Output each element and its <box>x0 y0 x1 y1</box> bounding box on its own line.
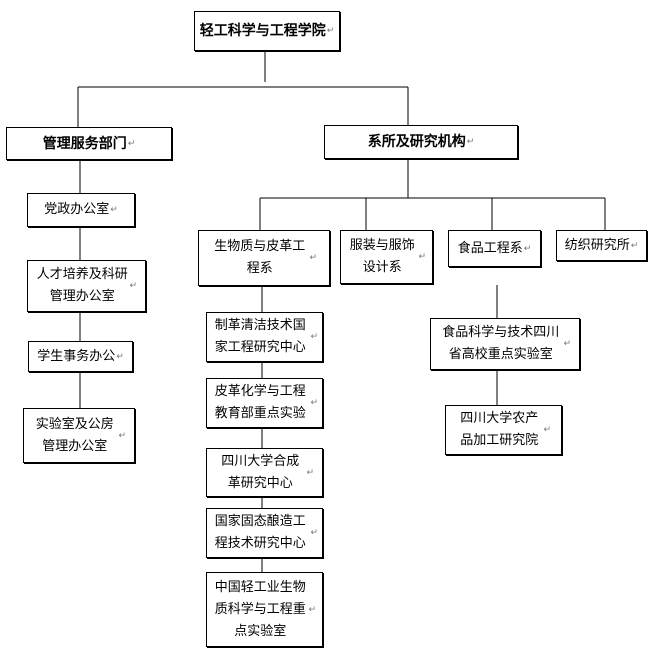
branch-departments-label: 系所及研究机构 <box>367 134 466 150</box>
management-unit: 学生事务办公↵ <box>28 341 133 372</box>
research-unit: 中国轻工业生物质科学与工程重点实验室↵ <box>206 572 323 647</box>
paragraph-mark: ↵ <box>310 398 318 408</box>
research-unit-label: 制革清洁技术国家工程研究中心 <box>214 318 306 355</box>
management-unit-label: 党政办公室 <box>44 202 110 217</box>
paragraph-mark: ↵ <box>309 253 317 263</box>
branch-departments: 系所及研究机构↵ <box>324 125 518 159</box>
root-node: 轻工科学与工程学院↵ <box>194 11 340 51</box>
paragraph-mark: ↵ <box>630 240 639 251</box>
paragraph-mark: ↵ <box>563 339 571 349</box>
research-unit-label: 食品科学与技术四川省高校重点实验室 <box>442 325 560 362</box>
department-label: 生物质与皮革工程系 <box>214 239 306 276</box>
paragraph-mark: ↵ <box>418 252 426 262</box>
research-unit: 皮革化学与工程教育部重点实验 ↵ <box>206 378 323 428</box>
paragraph-mark: ↵ <box>308 604 316 615</box>
root-label: 轻工科学与工程学院 <box>199 23 326 39</box>
department-label: 纺织研究所 <box>564 237 630 253</box>
management-unit-label: 人才培养及科研管理办公室 <box>36 267 128 304</box>
paragraph-mark: ↵ <box>127 138 136 149</box>
research-unit-label: 中国轻工业生物质科学与工程重点实验室 <box>214 579 306 639</box>
branch-management-label: 管理服务部门 <box>42 135 127 152</box>
paragraph-mark: ↵ <box>129 281 137 291</box>
department-node: 服装与服饰设计系↵ <box>340 230 433 284</box>
department-node: 生物质与皮革工程系↵ <box>198 230 330 286</box>
department-label: 食品工程系 <box>457 240 523 256</box>
research-unit: 国家固态酿造工程技术研究中心 ↵ <box>206 508 323 558</box>
paragraph-mark: ↵ <box>310 528 318 538</box>
research-unit: 食品科学与技术四川省高校重点实验室↵ <box>430 318 580 370</box>
management-unit-label: 实验室及公房管理办公室 <box>35 416 114 454</box>
department-node: 食品工程系↵ <box>448 230 541 267</box>
paragraph-mark: ↵ <box>116 351 124 362</box>
paragraph-mark: ↵ <box>523 243 532 254</box>
paragraph-mark: ↵ <box>466 137 475 147</box>
research-unit: 四川大学合成革研究中心 ↵ <box>206 448 323 497</box>
paragraph-mark: ↵ <box>118 430 126 441</box>
paragraph-mark: ↵ <box>306 467 314 478</box>
management-unit: 党政办公室↵ <box>27 193 135 227</box>
management-unit: 人才培养及科研管理办公室↵ <box>27 260 146 312</box>
research-unit: 四川大学农产品加工研究院 ↵ <box>445 405 562 455</box>
research-unit-label: 皮革化学与工程教育部重点实验 <box>214 384 306 421</box>
paragraph-mark: ↵ <box>310 332 318 342</box>
research-unit-label: 国家固态酿造工程技术研究中心 <box>214 514 306 551</box>
department-node: 纺织研究所↵ <box>556 230 647 261</box>
branch-management: 管理服务部门↵ <box>6 127 172 160</box>
research-unit: 制革清洁技术国家工程研究中心 ↵ <box>206 312 323 362</box>
research-unit-label: 四川大学农产品加工研究院 <box>460 411 539 448</box>
paragraph-mark: ↵ <box>326 26 335 36</box>
management-unit-label: 学生事务办公 <box>37 348 116 364</box>
paragraph-mark: ↵ <box>110 205 118 215</box>
paragraph-mark: ↵ <box>543 425 551 435</box>
management-unit: 实验室及公房管理办公室 ↵ <box>23 408 135 463</box>
department-label: 服装与服饰设计系 <box>349 238 415 275</box>
research-unit-label: 四川大学合成革研究中心 <box>221 453 300 491</box>
